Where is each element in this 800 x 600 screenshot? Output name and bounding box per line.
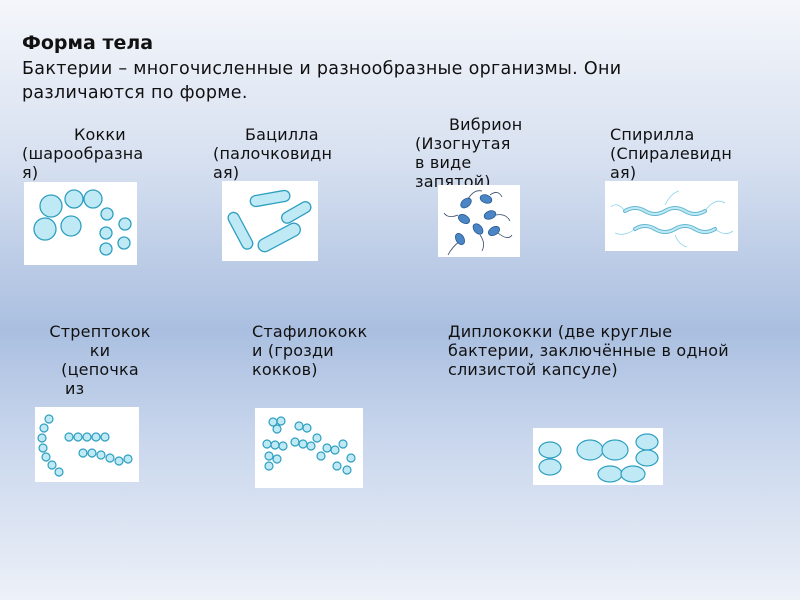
vibrio-illustration xyxy=(443,190,513,256)
slide-intro: Бактерии – многочисленные и разнообразны… xyxy=(22,59,622,103)
label-line: я) xyxy=(22,163,39,181)
spirillum-image xyxy=(605,181,738,251)
label-line: Вибрион xyxy=(449,115,523,134)
spirillum-illustration xyxy=(610,190,734,248)
label-line: и (грозди xyxy=(252,341,334,360)
label-line: слизистой капсуле) xyxy=(448,360,618,379)
label-line: (цепочка xyxy=(61,360,139,379)
label-line: ая) xyxy=(213,163,240,181)
label-line: Бацилла xyxy=(245,125,319,144)
staphylococcus-illustration xyxy=(262,416,356,475)
label-line: Спирилла xyxy=(610,125,695,144)
label-line: (Спиралевидн xyxy=(610,144,733,163)
diplococcus-illustration xyxy=(538,433,659,483)
label-line: (Изогнутая xyxy=(415,134,511,153)
label-line: (шарообразна xyxy=(22,144,144,163)
label-line: бактерии, заключённые в одной xyxy=(448,341,729,360)
label-line: ки xyxy=(89,341,111,360)
label-line: из xyxy=(65,379,85,398)
label-line: кокков) xyxy=(252,360,318,379)
label-line: (палочковидн xyxy=(213,144,333,163)
label-cocci: Кокки (шарообразна я) xyxy=(22,125,162,181)
label-line: Диплококки (две круглые xyxy=(448,322,673,341)
cocci-image xyxy=(24,182,137,265)
label-bacillus: Бацилла (палочковидн ая) xyxy=(213,125,348,181)
streptococcus-illustration xyxy=(37,414,133,477)
label-spirillum: Спирилла (Спиралевидн ая) xyxy=(610,125,745,181)
label-line: ая) xyxy=(610,163,637,181)
vibrio-image xyxy=(438,185,520,257)
bacillus-illustration xyxy=(227,189,312,253)
label-line: в виде xyxy=(415,153,472,172)
slide-heading: Форма тела xyxy=(22,32,154,54)
label-vibrio: Вибрион (Изогнутая в виде запятой) xyxy=(415,115,533,193)
label-line: Стафилококк xyxy=(252,322,368,341)
label-line: Кокки xyxy=(74,125,126,144)
label-diplococcus: Диплококки (две круглые бактерии, заключ… xyxy=(448,322,768,382)
label-streptococcus: Стрептокок ки (цепочка из xyxy=(35,322,165,400)
bacillus-image xyxy=(222,181,318,261)
label-staphylococcus: Стафилококк и (грозди кокков) xyxy=(252,322,387,382)
cocci-illustration xyxy=(33,189,132,256)
streptococcus-image xyxy=(35,407,139,482)
diplococcus-image xyxy=(533,428,663,485)
staphylococcus-image xyxy=(255,408,363,488)
label-line: Стрептокок xyxy=(49,322,151,341)
